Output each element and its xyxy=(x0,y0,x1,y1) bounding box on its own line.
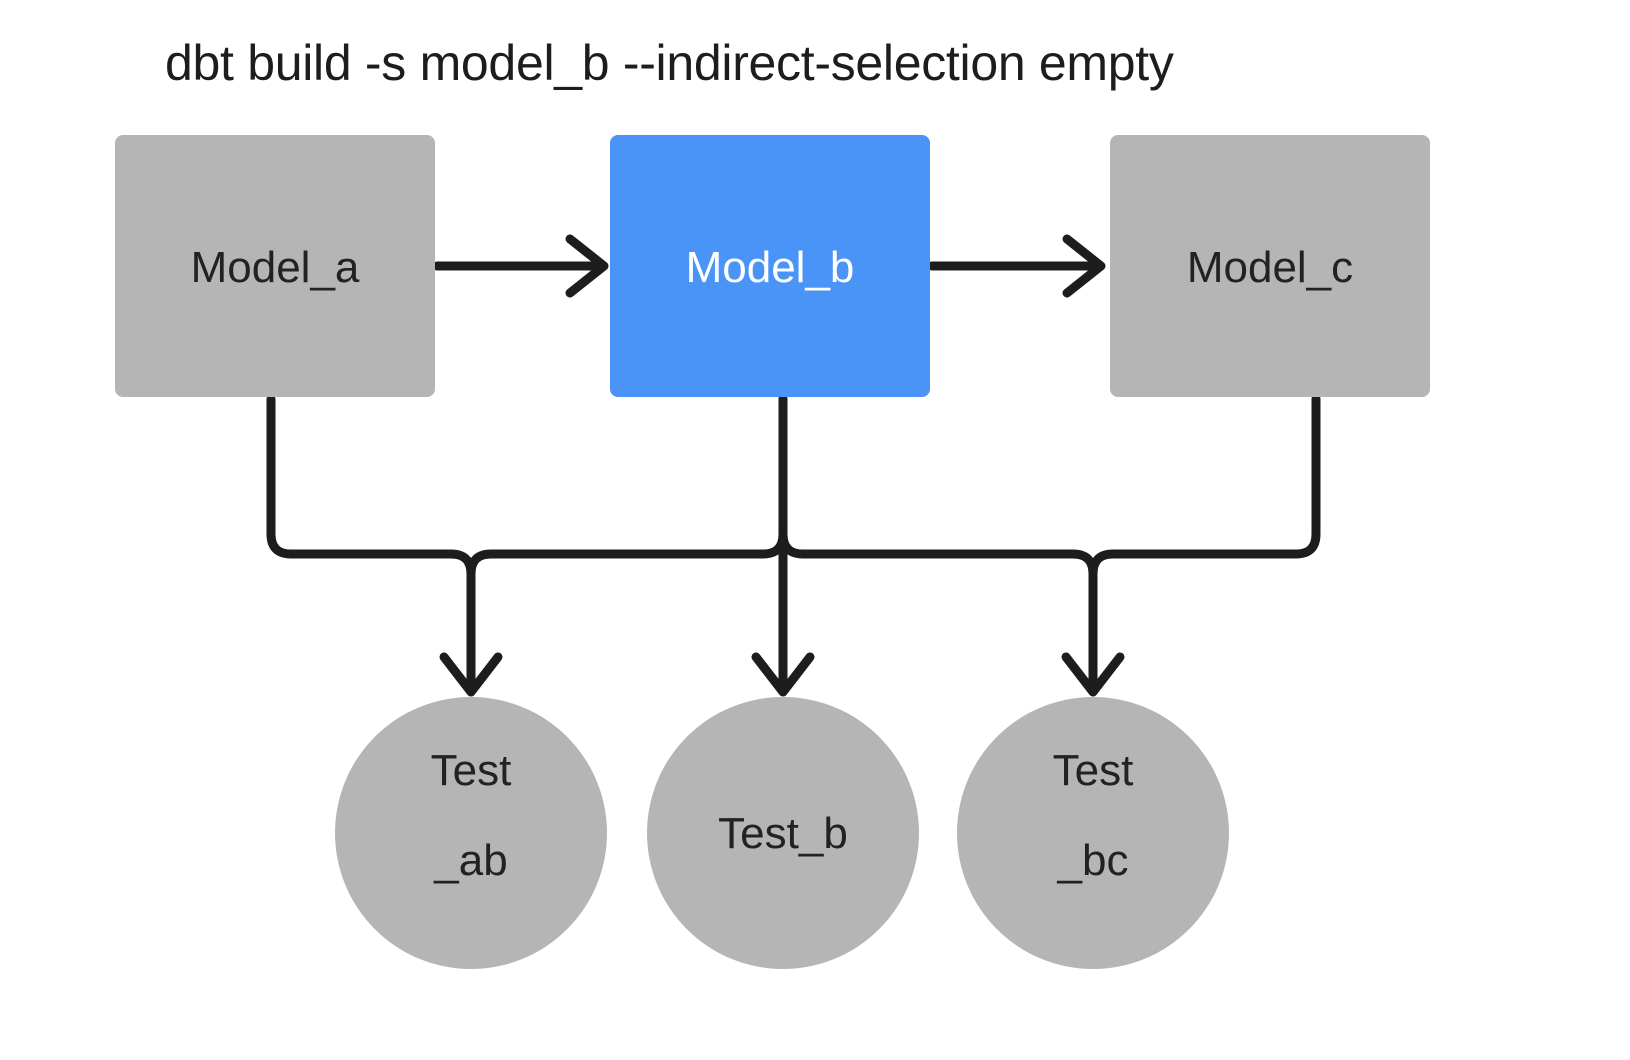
node-model-b[interactable]: Model_b xyxy=(610,135,930,397)
arrowhead-into-test-ab xyxy=(439,652,503,697)
edge-model-b-to-test-bc xyxy=(778,529,1098,685)
node-test-ab-label-line1: Test xyxy=(431,746,512,795)
node-test-bc-label-line2: _bc xyxy=(1057,836,1129,885)
node-test-bc-label-line1: Test xyxy=(1053,746,1134,795)
test-node-layer: Test _ab Test_b Test _bc xyxy=(335,697,1229,969)
edge-model-b-to-model-c xyxy=(927,234,1106,298)
node-model-a[interactable]: Model_a xyxy=(115,135,435,397)
node-test-b[interactable]: Test_b xyxy=(647,697,919,969)
node-test-ab-label-line2: _ab xyxy=(433,836,507,885)
node-test-b-shape[interactable] xyxy=(647,697,919,969)
node-test-ab-shape[interactable] xyxy=(335,697,607,969)
node-model-c-label: Model_c xyxy=(1187,243,1353,292)
node-test-bc[interactable]: Test _bc xyxy=(957,697,1229,969)
node-test-ab[interactable]: Test _ab xyxy=(335,697,607,969)
node-model-a-label: Model_a xyxy=(191,243,360,292)
edge-layer xyxy=(266,234,1321,697)
model-node-layer: Model_a Model_b Model_c xyxy=(115,135,1430,397)
node-model-b-shape[interactable] xyxy=(610,135,930,397)
node-model-c-shape[interactable] xyxy=(1110,135,1430,397)
node-model-b-label: Model_b xyxy=(686,243,855,292)
node-test-bc-shape[interactable] xyxy=(957,697,1229,969)
edge-model-a-to-model-b xyxy=(432,234,609,298)
arrowhead-into-test-bc xyxy=(1061,652,1125,697)
edge-model-c-to-test-bc xyxy=(1088,394,1321,579)
edge-model-b-to-test-ab xyxy=(466,394,788,579)
edge-model-a-to-test-ab xyxy=(266,394,476,685)
diagram-title: dbt build -s model_b --indirect-selectio… xyxy=(165,35,1174,91)
node-model-a-shape[interactable] xyxy=(115,135,435,397)
node-model-c[interactable]: Model_c xyxy=(1110,135,1430,397)
node-test-b-label-line1: Test_b xyxy=(718,809,848,858)
arrowhead-into-test-b xyxy=(751,652,815,697)
